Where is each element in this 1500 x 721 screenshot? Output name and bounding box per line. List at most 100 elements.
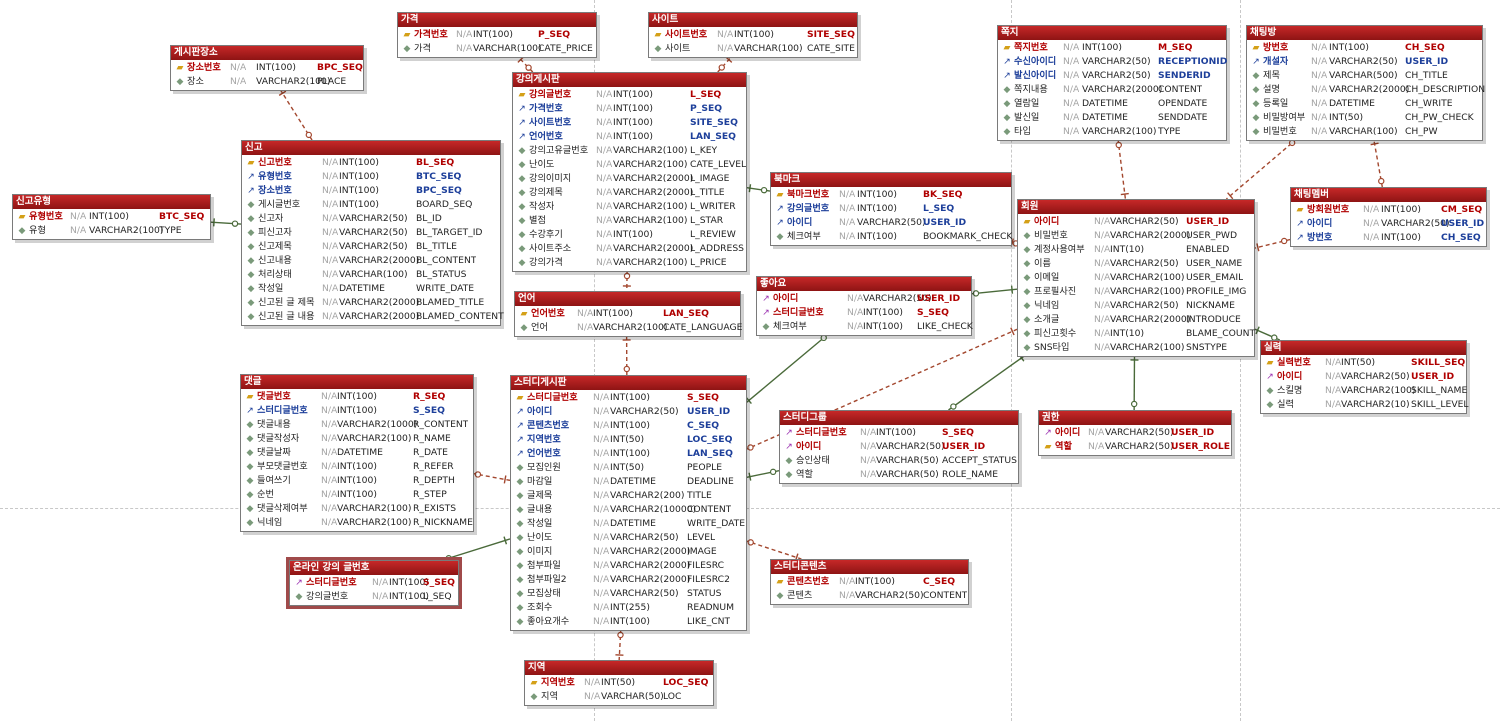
- relationship-line-chatmember-member[interactable]: [1252, 238, 1291, 250]
- relationship-line-comment-study[interactable]: [471, 472, 511, 482]
- relationship-line-chatmember-chatroom[interactable]: [1373, 138, 1383, 188]
- relationship-line-skill-member[interactable]: [1252, 327, 1281, 341]
- entity-title[interactable]: 신고유형: [13, 195, 210, 209]
- entity-title[interactable]: 쪽지: [998, 26, 1226, 40]
- relationship-line-like-member[interactable]: [969, 288, 1018, 295]
- relationship-line-note-member[interactable]: [1117, 138, 1127, 200]
- entity-title[interactable]: 실력: [1261, 341, 1466, 355]
- entity-title[interactable]: 스터디게시판: [511, 376, 746, 390]
- entity-title[interactable]: 가격: [398, 13, 596, 27]
- entity-title[interactable]: 게시판장소: [171, 46, 363, 60]
- relationship-line-report-reporttype[interactable]: [208, 221, 242, 225]
- entity-title[interactable]: 스터디그룹: [780, 411, 1018, 425]
- relationship-line-studygroup-study[interactable]: [744, 469, 780, 479]
- entity-title[interactable]: 좋아요: [757, 277, 971, 291]
- entity-title[interactable]: 북마크: [771, 173, 1011, 187]
- entity-title[interactable]: 회원: [1018, 200, 1254, 214]
- entity-title[interactable]: 권한: [1039, 411, 1231, 425]
- entity-title[interactable]: 언어: [515, 292, 740, 306]
- entity-title[interactable]: 온라인 강의 글번호: [290, 561, 458, 575]
- entity-title[interactable]: 지역: [525, 661, 713, 675]
